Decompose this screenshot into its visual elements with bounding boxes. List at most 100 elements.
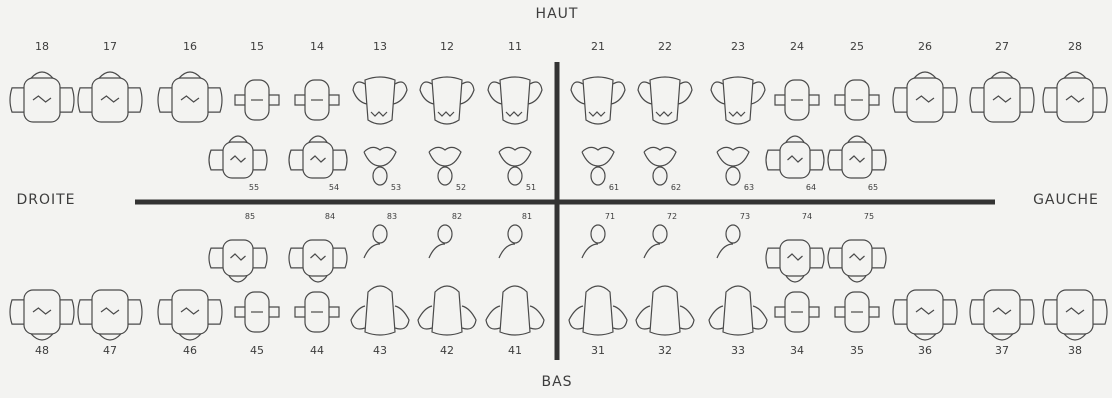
lower-primary-tooth: [717, 225, 740, 258]
lower-permanent-tooth: [10, 290, 74, 340]
lower-permanent-tooth: [835, 292, 879, 332]
tooth-number-upper-primary: 61: [609, 183, 619, 192]
tooth-number-lower-primary: 83: [387, 212, 397, 221]
upper-permanent-tooth: [10, 72, 74, 122]
tooth-number-lower-permanent: 48: [35, 344, 49, 357]
tooth-number-lower-primary: 74: [802, 212, 812, 221]
upper-primary-tooth: [644, 147, 676, 185]
lower-primary-tooth: [209, 240, 267, 282]
tooth-number-lower-permanent: 45: [250, 344, 264, 357]
tooth-number-upper-permanent: 18: [35, 40, 49, 53]
upper-primary-tooth: [289, 136, 347, 178]
tooth-number-lower-permanent: 47: [103, 344, 117, 357]
tooth-number-upper-permanent: 27: [995, 40, 1009, 53]
tooth-number-lower-primary: 82: [452, 212, 462, 221]
tooth-number-lower-permanent: 38: [1068, 344, 1082, 357]
lower-primary-tooth: [582, 225, 605, 258]
tooth-number-upper-primary: 52: [456, 183, 466, 192]
tooth-number-upper-permanent: 24: [790, 40, 804, 53]
tooth-number-lower-permanent: 31: [591, 344, 605, 357]
upper-permanent-tooth: [235, 80, 279, 120]
upper-permanent-tooth: [775, 80, 819, 120]
upper-primary-tooth: [364, 147, 396, 185]
lower-permanent-tooth: [636, 286, 694, 335]
label-bottom: BAS: [541, 374, 572, 390]
tooth-number-lower-permanent: 46: [183, 344, 197, 357]
tooth-number-lower-permanent: 37: [995, 344, 1009, 357]
tooth-number-lower-primary: 71: [605, 212, 615, 221]
upper-permanent-tooth: [893, 72, 957, 122]
tooth-number-lower-primary: 72: [667, 212, 677, 221]
lower-primary-tooth: [644, 225, 667, 258]
tooth-number-upper-permanent: 26: [918, 40, 932, 53]
tooth-number-upper-primary: 55: [249, 183, 259, 192]
tooth-number-upper-permanent: 15: [250, 40, 264, 53]
upper-permanent-tooth: [571, 77, 625, 124]
tooth-number-lower-primary: 81: [522, 212, 532, 221]
tooth-number-upper-permanent: 14: [310, 40, 324, 53]
tooth-number-upper-primary: 64: [806, 183, 816, 192]
label-top: HAUT: [536, 6, 579, 22]
upper-permanent-tooth: [158, 72, 222, 122]
lower-permanent-tooth: [893, 290, 957, 340]
tooth-number-upper-permanent: 16: [183, 40, 197, 53]
lower-primary-tooth: [289, 240, 347, 282]
upper-permanent-tooth: [1043, 72, 1107, 122]
upper-permanent-tooth: [295, 80, 339, 120]
tooth-number-lower-primary: 84: [325, 212, 335, 221]
lower-primary-tooth: [499, 225, 522, 258]
lower-permanent-tooth: [158, 290, 222, 340]
lower-primary-tooth: [828, 240, 886, 282]
tooth-number-upper-permanent: 13: [373, 40, 387, 53]
lower-permanent-tooth: [418, 286, 476, 335]
upper-permanent-tooth: [835, 80, 879, 120]
upper-permanent-tooth: [970, 72, 1034, 122]
tooth-number-lower-permanent: 43: [373, 344, 387, 357]
tooth-number-upper-permanent: 11: [508, 40, 522, 53]
tooth-number-upper-primary: 54: [329, 183, 339, 192]
tooth-number-lower-permanent: 36: [918, 344, 932, 357]
tooth-number-upper-permanent: 25: [850, 40, 864, 53]
lower-permanent-tooth: [351, 286, 409, 335]
lower-permanent-tooth: [295, 292, 339, 332]
lower-permanent-tooth: [486, 286, 544, 335]
upper-primary-tooth: [582, 147, 614, 185]
lower-primary-tooth: [429, 225, 452, 258]
upper-permanent-tooth: [711, 77, 765, 124]
label-right: GAUCHE: [1033, 192, 1099, 208]
tooth-number-upper-permanent: 21: [591, 40, 605, 53]
lower-permanent-tooth: [235, 292, 279, 332]
lower-primary-tooth: [364, 225, 387, 258]
tooth-number-upper-permanent: 23: [731, 40, 745, 53]
tooth-number-lower-primary: 85: [245, 212, 255, 221]
lower-permanent-tooth: [1043, 290, 1107, 340]
lower-permanent-tooth: [775, 292, 819, 332]
lower-permanent-tooth: [970, 290, 1034, 340]
tooth-number-upper-permanent: 17: [103, 40, 117, 53]
tooth-number-upper-primary: 65: [868, 183, 878, 192]
tooth-number-lower-permanent: 44: [310, 344, 324, 357]
upper-permanent-tooth: [78, 72, 142, 122]
tooth-number-upper-permanent: 22: [658, 40, 672, 53]
tooth-number-upper-primary: 51: [526, 183, 536, 192]
tooth-number-upper-primary: 62: [671, 183, 681, 192]
upper-primary-tooth: [766, 136, 824, 178]
lower-permanent-tooth: [78, 290, 142, 340]
tooth-number-lower-permanent: 34: [790, 344, 804, 357]
upper-primary-tooth: [429, 147, 461, 185]
upper-permanent-tooth: [353, 77, 407, 124]
label-left: DROITE: [16, 192, 75, 208]
tooth-number-lower-primary: 75: [864, 212, 874, 221]
upper-permanent-tooth: [638, 77, 692, 124]
upper-primary-tooth: [209, 136, 267, 178]
upper-permanent-tooth: [420, 77, 474, 124]
tooth-number-upper-primary: 53: [391, 183, 401, 192]
tooth-number-upper-primary: 63: [744, 183, 754, 192]
tooth-number-lower-permanent: 35: [850, 344, 864, 357]
tooth-number-lower-permanent: 32: [658, 344, 672, 357]
tooth-number-upper-permanent: 28: [1068, 40, 1082, 53]
upper-primary-tooth: [717, 147, 749, 185]
tooth-number-upper-permanent: 12: [440, 40, 454, 53]
